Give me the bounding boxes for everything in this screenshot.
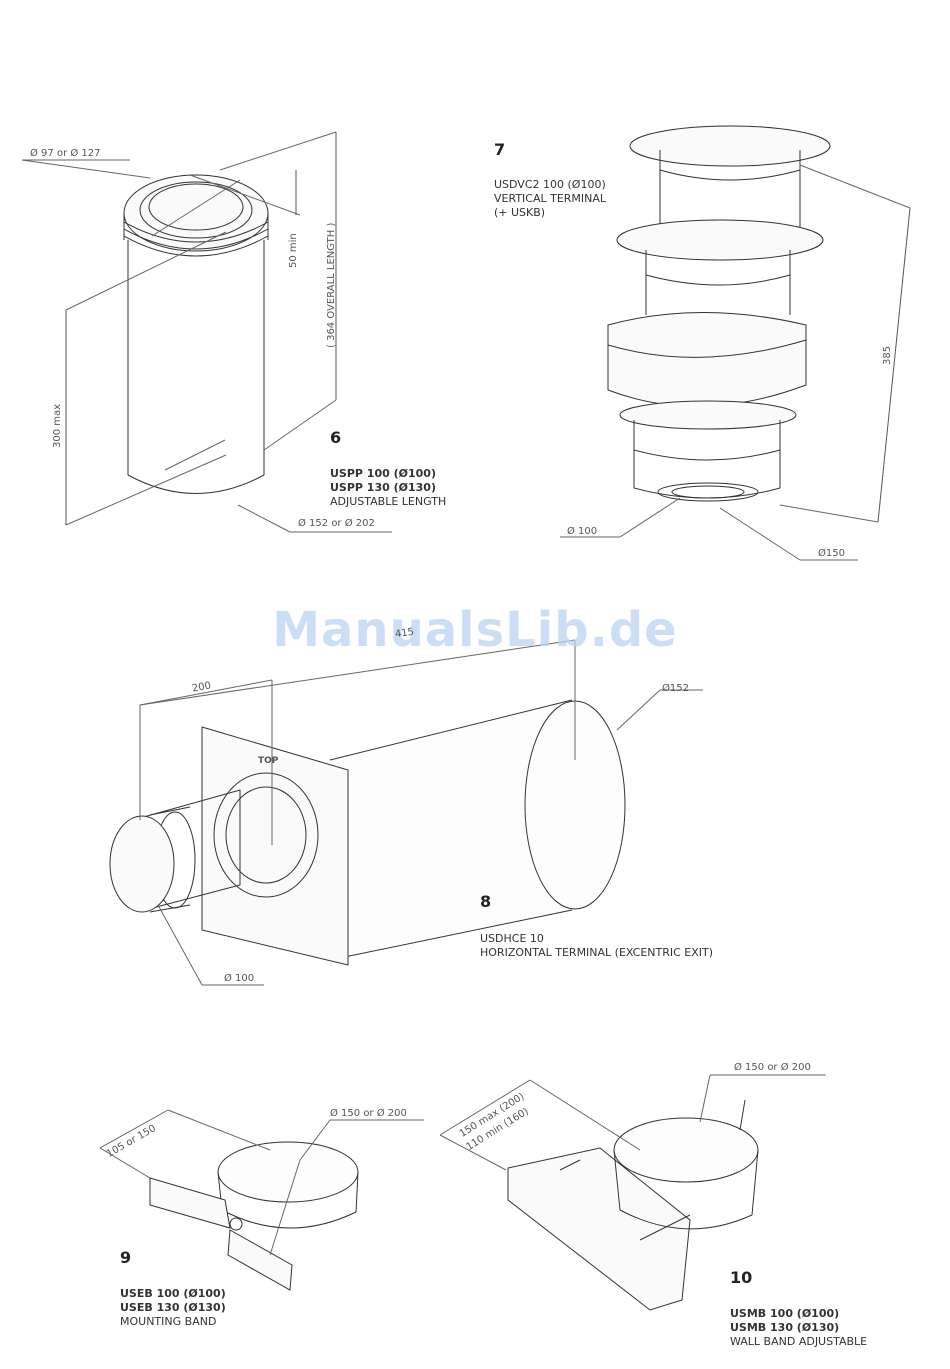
dim-inner-diameter-8: Ø 100: [224, 973, 255, 984]
dim-outer-diameter-7: Ø150: [818, 548, 845, 559]
band-drawing-9: [99, 1109, 424, 1291]
dim-bottom-diameter-6: Ø 152 or Ø 202: [298, 518, 375, 529]
item-6-line-2: USPP 130 (Ø130): [330, 481, 436, 494]
item-10-line-3: WALL BAND ADJUSTABLE: [730, 1335, 868, 1348]
dim-min-insert-6: 50 min: [288, 233, 299, 268]
dim-height-7: 385: [882, 345, 893, 365]
item-6-line-3: ADJUSTABLE LENGTH: [330, 495, 447, 508]
dim-overall-length-6: ( 364 OVERALL LENGTH ): [326, 222, 337, 348]
item-7-line-3: (+ USKB): [494, 206, 546, 219]
item-9-line-2: USEB 130 (Ø130): [120, 1301, 226, 1314]
item-10-line-2: USMB 130 (Ø130): [730, 1321, 840, 1334]
item-7-line-2: VERTICAL TERMINAL: [494, 192, 607, 205]
terminal-drawing-8: [109, 639, 703, 986]
dim-diameter-9: Ø 150 or Ø 200: [330, 1108, 407, 1119]
dim-diameter-10: Ø 150 or Ø 200: [734, 1062, 811, 1073]
item-8-line-2: HORIZONTAL TERMINAL (EXCENTRIC EXIT): [480, 946, 714, 959]
watermark: ManualsLib.de: [272, 602, 678, 658]
item-number-10: 10: [730, 1268, 753, 1287]
item-10-line-1: USMB 100 (Ø100): [730, 1307, 840, 1320]
dim-outer-diameter-8: Ø152: [662, 683, 689, 694]
item-6-line-1: USPP 100 (Ø100): [330, 467, 436, 480]
item-8-line-1: USDHCE 10: [480, 932, 544, 945]
item-7-line-1: USDVC2 100 (Ø100): [494, 178, 606, 191]
item-number-6: 6: [330, 428, 342, 447]
terminal-drawing-7: [560, 125, 911, 561]
item-number-7: 7: [494, 140, 506, 159]
item-number-9: 9: [120, 1248, 132, 1267]
item-9-line-1: USEB 100 (Ø100): [120, 1287, 226, 1300]
band-drawing-10: [439, 1074, 826, 1311]
plate-top-mark-8: TOP: [258, 756, 279, 766]
dim-inner-diameter-7: Ø 100: [567, 526, 598, 537]
dim-max-length-6: 300 max: [52, 403, 63, 448]
pipe-drawing-6: [21, 131, 392, 533]
item-9-line-3: MOUNTING BAND: [120, 1315, 217, 1328]
dim-top-diameter-6: Ø 97 or Ø 127: [30, 148, 101, 159]
item-number-8: 8: [480, 892, 492, 911]
